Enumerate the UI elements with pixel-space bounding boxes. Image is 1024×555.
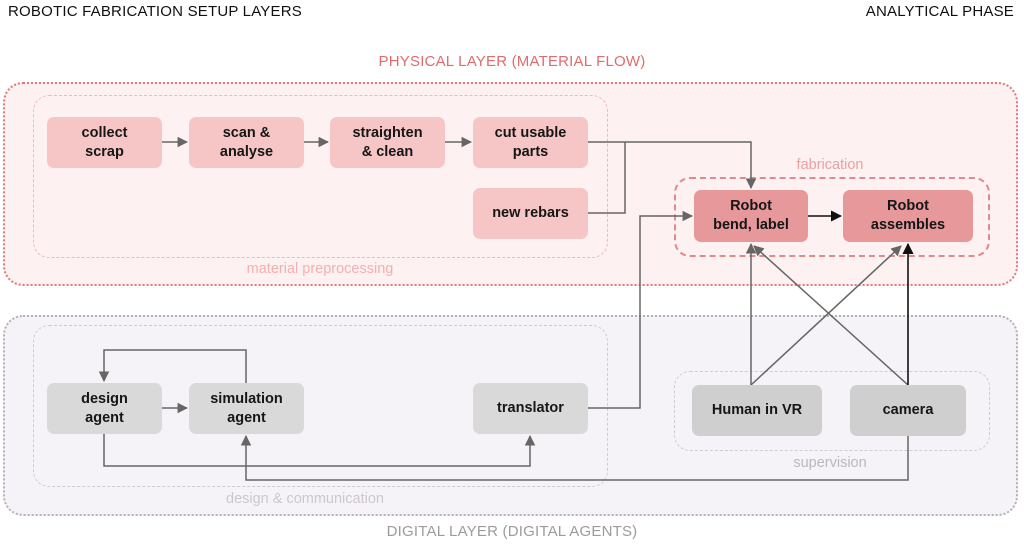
translator-node[interactable]: translator [473, 383, 588, 434]
design-communication-label: design & communication [226, 491, 384, 507]
design-agent-node[interactable]: design agent [47, 383, 162, 434]
simulation-agent-node[interactable]: simulation agent [189, 383, 304, 434]
physical-layer-label: PHYSICAL LAYER (MATERIAL FLOW) [378, 53, 646, 70]
fabrication-label: fabrication [796, 157, 864, 173]
supervision-label: supervision [793, 455, 867, 471]
new-rebars-node[interactable]: new rebars [473, 188, 588, 239]
robot-assembles-node[interactable]: Robot assembles [843, 190, 973, 242]
phase-title: ANALYTICAL PHASE [865, 3, 1014, 20]
scan-analyse-node[interactable]: scan & analyse [189, 117, 304, 168]
robot-bend-label-node[interactable]: Robot bend, label [694, 190, 808, 242]
digital-layer-label: DIGITAL LAYER (DIGITAL AGENTS) [386, 523, 638, 540]
collect-scrap-node[interactable]: collect scrap [47, 117, 162, 168]
human-in-vr-node[interactable]: Human in VR [692, 385, 822, 436]
material-preprocessing-label: material preprocessing [246, 261, 394, 277]
camera-node[interactable]: camera [850, 385, 966, 436]
straighten-clean-node[interactable]: straighten & clean [330, 117, 445, 168]
diagram-title: ROBOTIC FABRICATION SETUP LAYERS [8, 3, 302, 20]
cut-usable-parts-node[interactable]: cut usable parts [473, 117, 588, 168]
